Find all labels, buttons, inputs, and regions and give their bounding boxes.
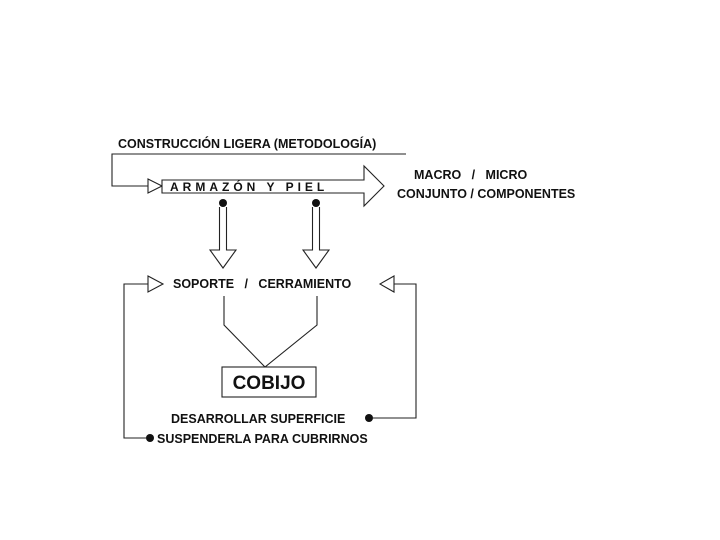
armazon-piel-label: ARMAZÓN Y PIEL <box>170 179 328 194</box>
conjunto-componentes-label: CONJUNTO / COMPONENTES <box>397 187 575 201</box>
desarrollar-superficie-label: DESARROLLAR SUPERFICIE <box>171 412 345 426</box>
right-feedback-arrowhead <box>378 275 395 293</box>
soporte-cerramiento-label: SOPORTE / CERRAMIENTO <box>173 277 352 291</box>
converging-lines <box>223 296 318 368</box>
diagram-title: CONSTRUCCIÓN LIGERA (METODOLOGÍA) <box>118 136 376 151</box>
down-arrow-soporte <box>208 207 238 269</box>
armazon-dot <box>219 199 227 207</box>
macro-micro-label: MACRO / MICRO <box>414 168 527 182</box>
suspenderla-label: SUSPENDERLA PARA CUBRIRNOS <box>157 432 368 446</box>
down-arrow-cerramiento <box>301 207 331 269</box>
desarrollar-dot <box>365 414 373 422</box>
suspenderla-dot <box>146 434 154 442</box>
cobijo-label: COBIJO <box>233 373 306 394</box>
cobijo-box <box>221 366 317 398</box>
left-feedback-line <box>123 283 148 439</box>
armazon-piel-arrow <box>161 164 385 208</box>
left-feedback-arrowhead <box>147 275 165 293</box>
title-connector-arrowhead <box>147 178 164 194</box>
piel-dot <box>312 199 320 207</box>
right-feedback-line <box>373 283 417 419</box>
title-connector-line <box>111 153 406 187</box>
